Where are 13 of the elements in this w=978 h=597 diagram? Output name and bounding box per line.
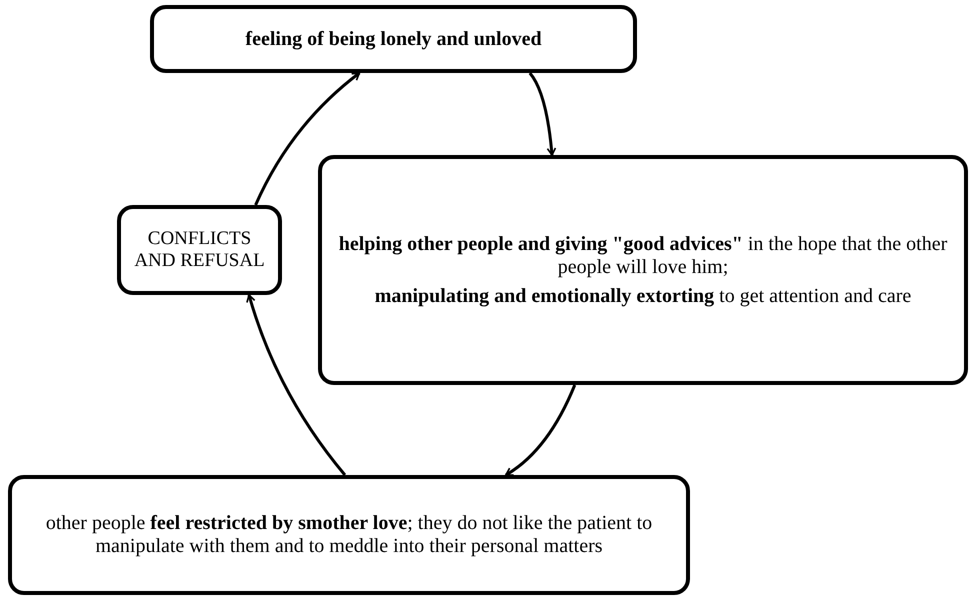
node-text: feeling of being lonely and unloved: [245, 28, 542, 50]
node-text: CONFLICTS AND REFUSAL: [133, 228, 266, 272]
curved-arrow: [254, 72, 360, 206]
node-text: other people feel restricted by smother love; they do not like the patient to manipulate with them and to meddle into their personal matters: [44, 512, 654, 558]
node-text: helping other people and giving "good advices" in the hope that the other people will love him;: [338, 232, 948, 278]
curved-arrow: [246, 294, 346, 476]
process-box: [318, 155, 968, 385]
process-box: [8, 475, 690, 595]
node-text: manipulating and emotionally extorting to get attention and care: [374, 284, 912, 308]
process-box: [150, 5, 637, 73]
process-box: [117, 205, 282, 295]
curved-arrow: [505, 384, 576, 476]
curved-arrow: [528, 72, 556, 156]
